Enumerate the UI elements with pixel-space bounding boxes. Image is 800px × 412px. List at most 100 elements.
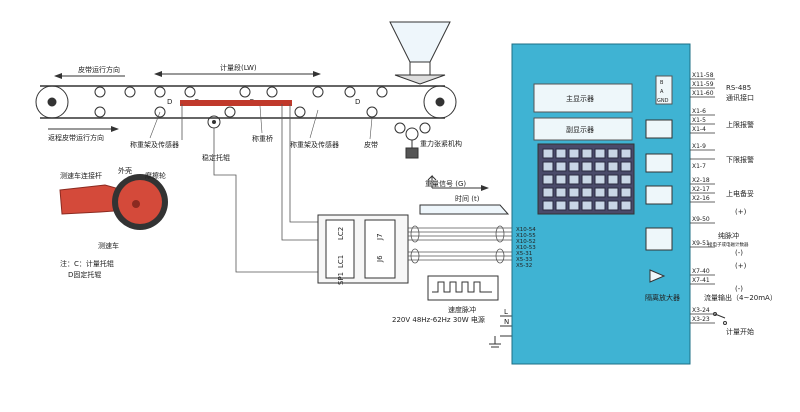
sp1-label: SP1 xyxy=(337,272,345,285)
keypad-key[interactable] xyxy=(555,161,567,172)
keypad-key[interactable] xyxy=(607,187,619,198)
leader-lines xyxy=(149,105,373,140)
upper-alarm-label: 上限报警 xyxy=(726,120,754,129)
terminal-x11-58: X11-58 xyxy=(692,72,714,79)
keypad-key[interactable] xyxy=(568,174,580,185)
pulse-minus-label: (-) xyxy=(735,249,743,257)
speed-car xyxy=(59,174,168,230)
return-belt-direction: 返程皮带运行方向 xyxy=(48,133,104,142)
terminal-x10-52: X10-52 xyxy=(516,239,536,245)
keypad-key[interactable] xyxy=(620,161,632,172)
flow-minus-label: (-) xyxy=(735,285,743,293)
shell-label: 外壳 xyxy=(118,166,132,175)
hopper xyxy=(389,21,451,85)
keypad-key[interactable] xyxy=(568,187,580,198)
sensor-wires xyxy=(181,104,320,273)
lower-alarm-label: 下限报警 xyxy=(726,155,754,164)
isolation-amplifier-label: 隔离放大器 xyxy=(645,293,680,302)
main-display xyxy=(533,83,633,113)
weigh-frame-sensor-right: 称重架及传感器 xyxy=(290,140,339,149)
keypad-key[interactable] xyxy=(620,187,632,198)
keypad-key[interactable] xyxy=(555,174,567,185)
keypad-key[interactable] xyxy=(607,200,619,211)
rs485-pin-gnd: GND xyxy=(657,98,669,104)
weigh-section-label: 计量段(LW) xyxy=(220,63,257,72)
weigh-bridge-label: 称重桥 xyxy=(252,134,273,143)
connect-rod-label: 测速车连接杆 xyxy=(60,171,102,180)
terminal-x1-9: X1-9 xyxy=(692,143,706,150)
keypad-key[interactable] xyxy=(555,200,567,211)
note-line-2: D固定托辊 xyxy=(68,270,101,279)
keypad-key[interactable] xyxy=(594,174,606,185)
keypad-key[interactable] xyxy=(581,161,593,172)
keypad-key[interactable] xyxy=(568,148,580,159)
lc2-label: LC2 xyxy=(337,227,345,240)
keypad-key[interactable] xyxy=(555,187,567,198)
keypad-key[interactable] xyxy=(542,161,554,172)
keypad-key[interactable] xyxy=(542,148,554,159)
keypad-key[interactable] xyxy=(594,200,606,211)
keypad-key[interactable] xyxy=(607,174,619,185)
j6-label: J6 xyxy=(376,255,384,263)
terminal-x5-31: X5-31 xyxy=(516,251,532,257)
tail-pulley xyxy=(423,85,457,119)
head-pulley xyxy=(35,85,69,119)
terminal-x5-32: X5-32 xyxy=(516,263,532,269)
keypad-key[interactable] xyxy=(581,174,593,185)
metering-start-label: 计量开始 xyxy=(726,327,754,336)
terminal-x10-53: X10-53 xyxy=(516,245,536,251)
keypad-key[interactable] xyxy=(581,200,593,211)
power-label: 220V 48Hz-62Hz 30W 电源 xyxy=(392,315,485,324)
keypad-key[interactable] xyxy=(594,187,606,198)
terminal-x5-33: X5-33 xyxy=(516,257,533,263)
power-wires xyxy=(489,315,512,348)
belt-label: 皮带 xyxy=(364,140,378,149)
speed-pulse-graph xyxy=(427,275,499,301)
sub-display-label: 副显示器 xyxy=(566,125,594,134)
j7-label: J7 xyxy=(376,233,384,241)
relays xyxy=(645,119,673,283)
gravity-tension-label: 重力张紧机构 xyxy=(420,139,462,148)
terminal-x3-23: X3-23 xyxy=(692,316,710,323)
terminal-x1-6: X1-6 xyxy=(692,108,706,115)
keypad-keys xyxy=(542,148,632,211)
terminal-x9-50: X9-50 xyxy=(692,216,710,223)
terminal-x1-7: X1-7 xyxy=(692,163,706,170)
keypad-key[interactable] xyxy=(607,148,619,159)
keypad-key[interactable] xyxy=(555,148,567,159)
terminal-leads xyxy=(690,78,715,324)
keypad-key[interactable] xyxy=(542,174,554,185)
rs485-pin-a: A xyxy=(660,89,664,95)
cables xyxy=(408,225,512,264)
keypad-key[interactable] xyxy=(607,161,619,172)
n-label: N xyxy=(504,318,509,326)
belt-run-direction: 皮带运行方向 xyxy=(78,65,120,74)
gravity-tension-unit xyxy=(394,122,431,159)
power-ready-label: 上电备妥 xyxy=(726,189,754,198)
keypad-key[interactable] xyxy=(581,148,593,159)
keypad-key[interactable] xyxy=(620,200,632,211)
note-line-1: 注：C：计量托辊 xyxy=(60,259,114,268)
l-label: L xyxy=(504,308,508,316)
keypad-key[interactable] xyxy=(594,148,606,159)
keypad-key[interactable] xyxy=(581,187,593,198)
terminal-x7-40: X7-40 xyxy=(692,268,710,275)
keypad-key[interactable] xyxy=(620,148,632,159)
keypad-key[interactable] xyxy=(568,200,580,211)
keypad-key[interactable] xyxy=(568,161,580,172)
keypad-key[interactable] xyxy=(620,174,632,185)
terminal-x7-41: X7-41 xyxy=(692,277,710,284)
flow-output-label: 流量输出（4~20mA） xyxy=(704,293,777,302)
conveyor xyxy=(35,85,457,119)
junction-boxes xyxy=(317,214,409,284)
keypad-key[interactable] xyxy=(542,200,554,211)
idler-d-label: D xyxy=(355,98,360,106)
sub-display xyxy=(533,117,633,141)
speed-car-title: 测速车 xyxy=(98,241,119,250)
weight-signal-graph xyxy=(419,174,510,215)
keypad-key[interactable] xyxy=(594,161,606,172)
speed-pulse-label: 速度脉冲 xyxy=(448,305,476,314)
keypad-key[interactable] xyxy=(542,187,554,198)
terminal-x2-17: X2-17 xyxy=(692,186,710,193)
terminal-x1-5: X1-5 xyxy=(692,117,706,124)
